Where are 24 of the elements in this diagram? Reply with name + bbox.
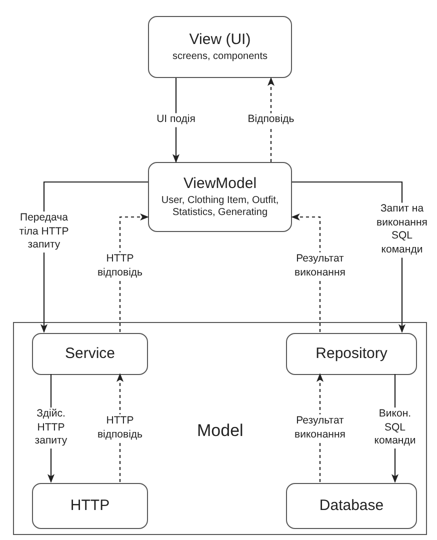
model-container xyxy=(13,322,427,535)
node-title: ViewModel xyxy=(183,174,257,192)
edge-label: Відповідь xyxy=(248,113,294,127)
node-subtitle: User, Clothing Item, Outfit, Statistics, Generating xyxy=(160,194,280,220)
edge-label: Викон. SQL команди xyxy=(374,408,416,448)
node-title: Service xyxy=(64,345,116,363)
repository-box xyxy=(286,333,417,375)
node-title: HTTP xyxy=(70,497,110,515)
node-title: Database xyxy=(319,497,384,515)
node-title: Repository xyxy=(316,345,388,363)
arrow xyxy=(267,77,275,162)
edge-label: Запит на виконання SQL команди xyxy=(376,202,428,258)
edge-label: Результат виконання xyxy=(293,414,347,442)
node-title: View (UI) xyxy=(189,30,251,49)
node-subtitle: screens, components xyxy=(172,50,268,64)
service-box xyxy=(32,333,148,375)
edge-label: UI подія xyxy=(156,113,196,127)
database-box xyxy=(286,483,417,529)
viewmodel-box xyxy=(148,162,292,232)
view-box xyxy=(148,16,292,78)
edge-label: Результат виконання xyxy=(293,252,347,280)
container-title: Model xyxy=(197,421,244,441)
http-box xyxy=(32,483,148,529)
edge-label: Передача тіла HTTP запиту xyxy=(17,212,71,252)
